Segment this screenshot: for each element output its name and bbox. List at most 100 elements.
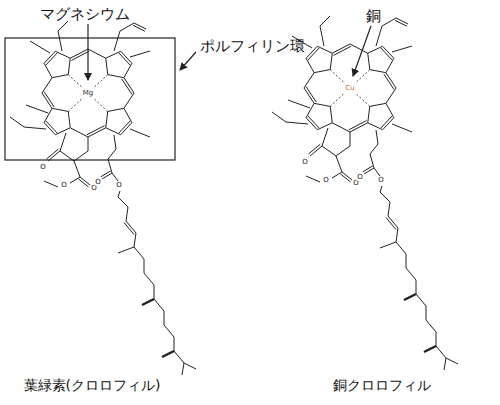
bond-line [364,168,374,174]
bond-line [42,78,52,93]
atom-label: O [356,174,364,181]
bond-line [154,285,155,299]
bond-line [384,74,394,89]
bond-line [386,218,396,230]
bond-line [30,41,50,53]
atom-label: O [322,177,330,184]
atom-label: O [39,164,47,171]
bond-line [71,51,89,60]
bond-line [381,116,392,128]
bond-line [124,63,132,77]
bond-line [288,100,310,108]
bond-line [108,75,124,78]
bond-line [330,106,332,122]
bond-line [133,25,145,31]
leader-arrow [353,26,371,76]
bond-line [308,116,319,128]
bond-line [68,75,83,89]
bond-line [134,247,144,259]
bond-line [119,121,130,133]
bond-line [349,121,367,130]
bond-line [306,58,314,72]
bond-line [406,268,416,280]
bond-line [184,363,196,369]
bond-line [44,92,54,107]
bond-line [126,207,128,221]
bond-line [355,93,370,107]
bond-line [306,103,314,117]
bond-line [108,108,124,111]
bond-line [396,242,406,254]
bond-line [370,70,386,73]
bond-line [144,273,154,285]
bond-line [58,21,68,31]
bond-line [426,320,436,332]
porphyrin-box [5,38,175,160]
bond-line [68,98,83,112]
bond-line [330,53,332,69]
bond-line [60,151,74,161]
bond-line [78,179,88,187]
bond-line [380,192,390,202]
bond-line [350,132,351,146]
bond-line [88,137,89,151]
bond-line [134,233,136,247]
bond-line [322,128,328,146]
bond-line [55,128,70,135]
bond-line [44,63,52,77]
callout-label: 銅 [366,8,381,25]
bond-line [142,299,154,305]
bond-line [130,129,150,137]
bond-line [93,98,108,112]
bond-line [320,16,330,26]
bond-line [52,108,68,111]
leader-arrow [180,52,196,70]
bond-line [330,93,345,107]
bond-line [24,127,46,129]
atom-label: O [60,182,68,189]
bond-line [306,176,320,182]
atom-label: O [377,177,385,184]
bond-line [120,23,134,31]
atom-label: O [94,179,102,186]
bond-line [380,186,382,192]
bond-line [46,149,58,159]
bond-line [114,31,120,51]
bond-line [424,346,436,352]
bond-line [368,46,383,53]
bond-line [118,247,134,253]
bond-line [376,130,378,144]
atom-label: Cu [344,85,355,92]
bond-line [444,358,446,370]
bond-line [308,48,319,60]
bond-line [106,128,121,135]
caption-label: 葉緑素(クロロフィル) [24,378,161,393]
bond-line [370,144,378,154]
bond-line [74,161,80,177]
bond-line [304,73,314,88]
bond-line [317,46,332,53]
bond-line [314,103,330,106]
bond-line [70,128,88,137]
atom-label: O [90,185,98,192]
bond-line [119,53,130,65]
bond-line [336,146,350,156]
bond-line [380,242,396,248]
bond-line [154,299,164,311]
bond-line [314,70,330,73]
bond-line [382,18,396,26]
bond-line [332,172,342,178]
bond-line [46,53,57,65]
bond-line [386,88,396,103]
bond-line [182,363,184,375]
bond-line [68,58,70,74]
bond-line [436,332,437,346]
bond-line [320,26,324,46]
bond-line [88,49,106,58]
bond-line [74,151,88,161]
bond-line [392,46,412,52]
bond-line [122,79,132,94]
bond-line [416,294,426,306]
bond-line [272,112,286,122]
